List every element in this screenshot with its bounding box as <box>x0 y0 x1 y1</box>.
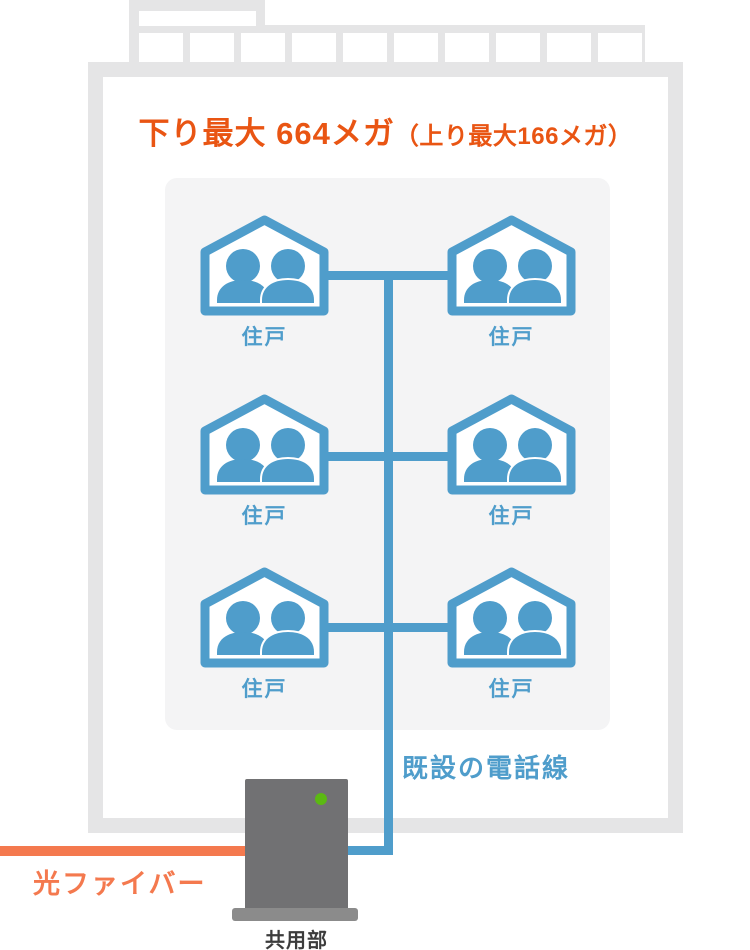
roof-railing <box>129 25 645 62</box>
optical-fiber-line <box>0 846 260 856</box>
penthouse-window <box>139 11 256 26</box>
railing-window <box>241 33 285 62</box>
railing-window <box>394 33 438 62</box>
upstream-speed-text: （上り最大166メガ） <box>394 123 633 150</box>
residents-icon <box>464 247 563 305</box>
unit-label: 住戸 <box>488 326 535 349</box>
house-icon <box>447 567 576 668</box>
railing-window <box>190 33 234 62</box>
unit-label: 住戸 <box>488 678 535 701</box>
phone-line-to-device <box>347 846 393 855</box>
house-icon <box>200 394 329 495</box>
railing-window <box>139 33 183 62</box>
residents-icon <box>217 247 316 305</box>
railing-window <box>547 33 591 62</box>
optical-fiber-label: 光ファイバー <box>33 869 207 899</box>
shared-equipment-label: 共用部 <box>265 930 328 950</box>
device-base <box>232 908 358 921</box>
speed-headline: 下り最大 664メガ（上り最大166メガ） <box>88 108 683 153</box>
house-icon <box>447 215 576 316</box>
roof-penthouse <box>129 0 265 31</box>
railing-window <box>496 33 540 62</box>
unit-label: 住戸 <box>241 326 288 349</box>
railing-window <box>445 33 489 62</box>
residents-icon <box>464 599 563 657</box>
house-icon <box>447 394 576 495</box>
railing-window <box>343 33 387 62</box>
unit-label: 住戸 <box>488 505 535 528</box>
railing-window <box>598 33 642 62</box>
house-icon <box>200 215 329 316</box>
residents-icon <box>217 599 316 657</box>
phone-line-riser <box>384 271 393 855</box>
phone-line-label: 既設の電話線 <box>402 753 571 783</box>
unit-label: 住戸 <box>241 678 288 701</box>
residents-icon <box>217 426 316 484</box>
unit-label: 住戸 <box>241 505 288 528</box>
residents-icon <box>464 426 563 484</box>
shared-equipment-device <box>245 779 348 910</box>
status-led <box>315 793 327 805</box>
house-icon <box>200 567 329 668</box>
downstream-speed-text: 下り最大 664メガ <box>138 116 395 151</box>
railing-window <box>292 33 336 62</box>
